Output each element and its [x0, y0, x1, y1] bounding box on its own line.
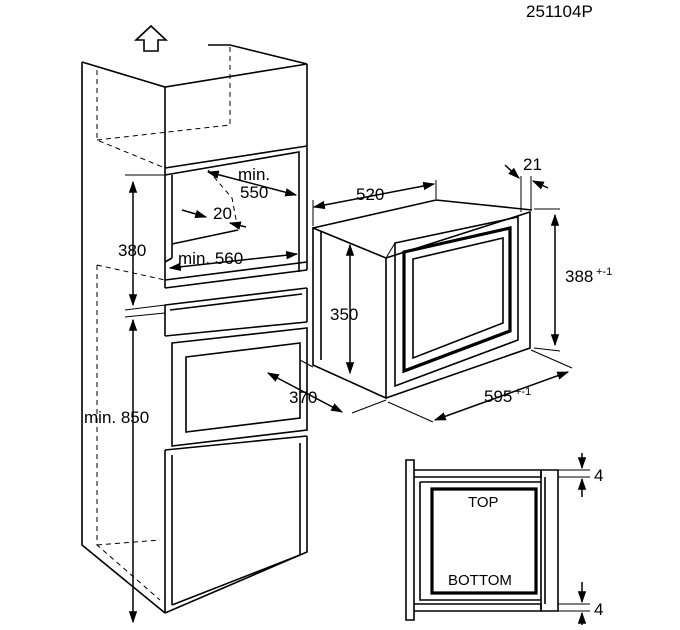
- dim-label-388: 388: [565, 267, 593, 286]
- dimension-380: [124, 174, 166, 311]
- dimension-370: [266, 359, 387, 414]
- dimension-gap-top: [558, 453, 590, 497]
- kitchen-cabinet: [81, 44, 308, 614]
- dimension-520: [312, 180, 437, 226]
- dim-label-min-560: min. 560: [178, 249, 243, 268]
- dim-label-595: 595: [484, 387, 512, 406]
- dimension-388: [533, 208, 561, 352]
- dim-label-370: 370: [289, 388, 317, 407]
- dimension-gap-bottom: [558, 582, 590, 625]
- dim-label-min-550-a: min.: [238, 165, 270, 184]
- dim-label-595-tol: +-1: [515, 386, 531, 398]
- dim-label-gap-bottom: 4: [594, 600, 603, 619]
- dimension-21: [504, 164, 549, 212]
- dim-label-388-tol: +-1: [596, 266, 612, 278]
- dim-label-min-850: min. 850: [84, 408, 149, 427]
- dim-label-min-550-b: 550: [240, 183, 268, 202]
- microwave-appliance: [312, 199, 533, 400]
- dimension-20: [181, 209, 247, 230]
- dim-label-380: 380: [118, 241, 146, 260]
- drawing-code: 251104P: [526, 2, 593, 21]
- section-detail: [405, 459, 559, 621]
- dim-label-20: 20: [213, 204, 232, 223]
- dim-label-21: 21: [523, 155, 542, 174]
- section-top-label: TOP: [468, 494, 499, 511]
- dim-label-gap-top: 4: [594, 466, 603, 485]
- dimension-min-850: [124, 312, 166, 624]
- arrow-up-icon: [133, 24, 169, 52]
- dim-label-350: 350: [330, 305, 358, 324]
- dimension-595: [387, 349, 573, 423]
- dimension-min-550: [206, 170, 298, 197]
- dimension-min-560: [168, 251, 299, 271]
- dim-label-520: 520: [356, 185, 384, 204]
- section-bottom-label: BOTTOM: [448, 572, 512, 589]
